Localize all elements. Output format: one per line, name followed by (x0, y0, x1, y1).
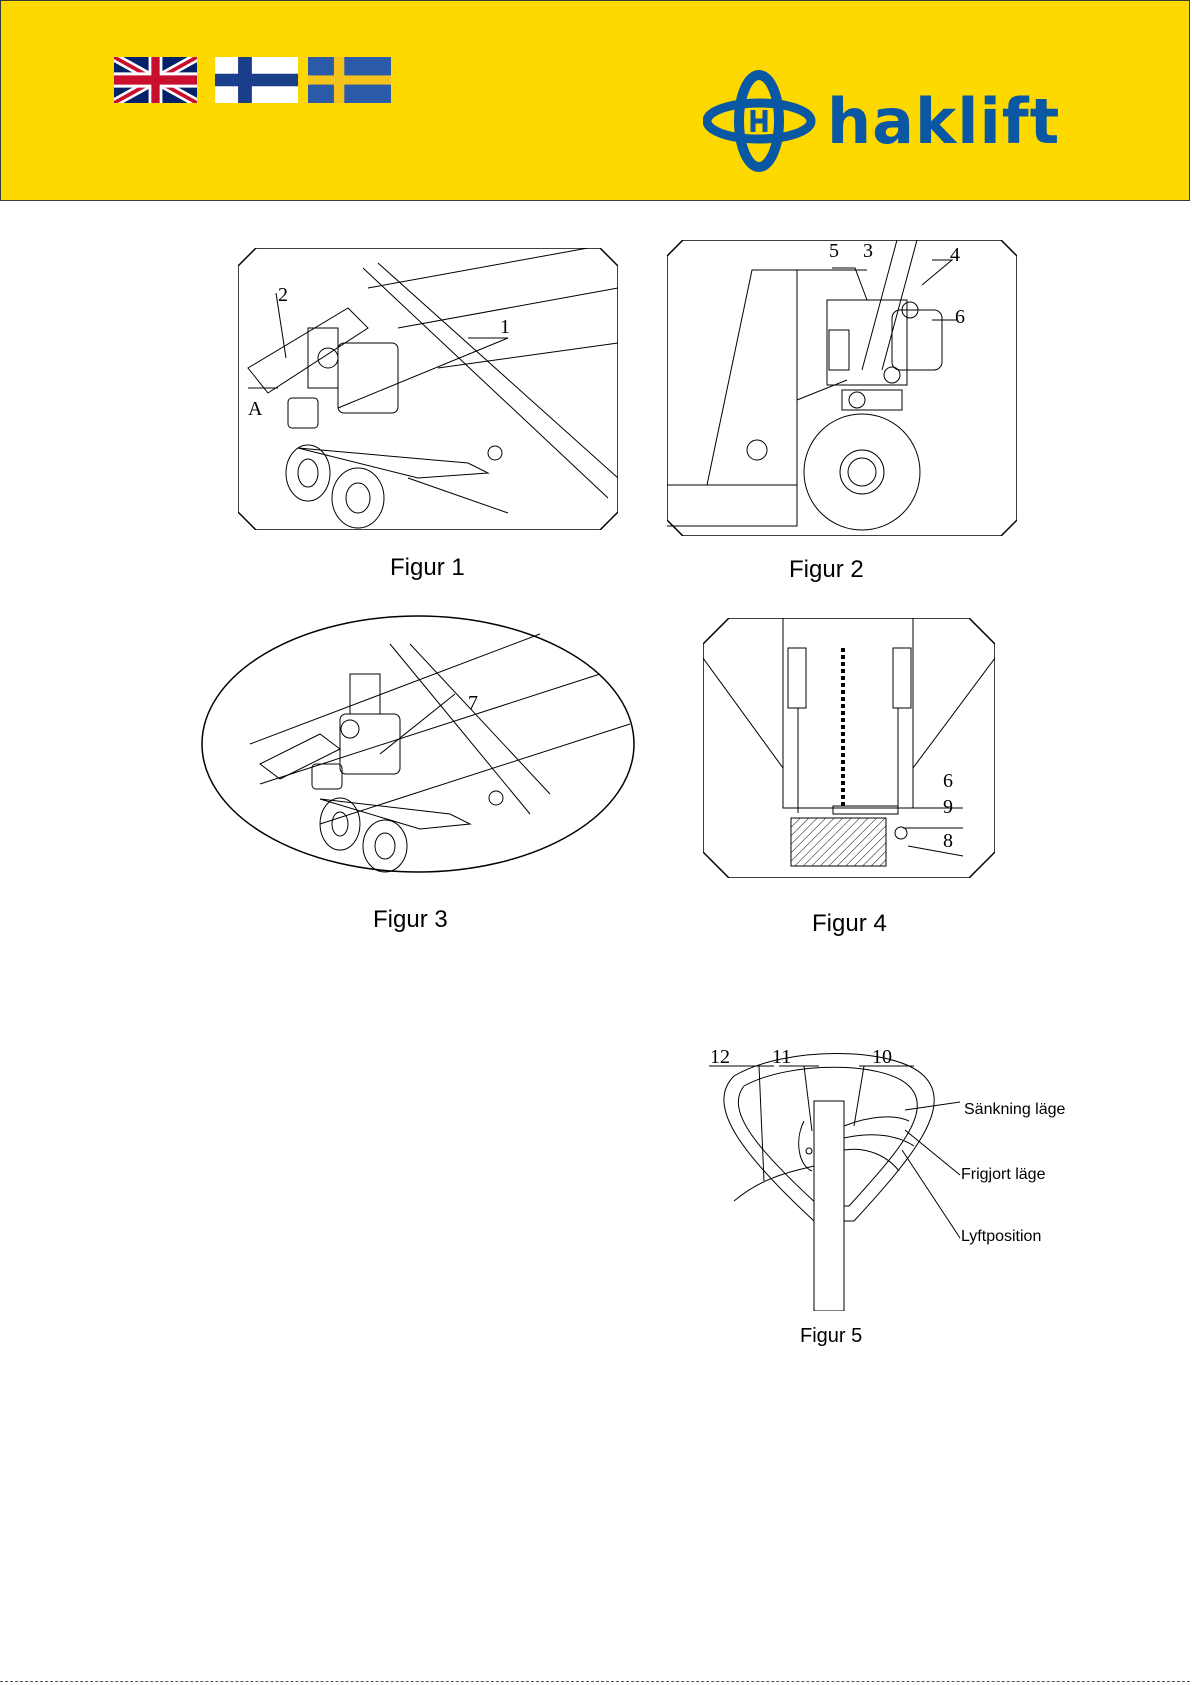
figure-2-drawing: 5 3 4 6 (667, 240, 1017, 536)
figure-4-drawing: 6 9 8 (703, 618, 995, 878)
callout-4: 4 (950, 244, 960, 266)
callout-2: 2 (278, 284, 288, 306)
sweden-flag-icon[interactable] (308, 57, 391, 103)
haklift-emblem-icon (703, 68, 833, 174)
position-label-lowering: Sänkning läge (964, 1101, 1065, 1119)
figure-2-caption: Figur 2 (789, 556, 864, 584)
callout-a: A (248, 398, 262, 420)
callout-3: 3 (863, 240, 873, 262)
figure-3-drawing: 7 (200, 614, 636, 874)
uk-flag-icon[interactable] (114, 57, 197, 103)
figure-5-leader-lines (900, 1100, 970, 1245)
callout-10: 10 (872, 1046, 892, 1068)
callout-6: 6 (943, 770, 953, 792)
figure-5-caption: Figur 5 (800, 1322, 862, 1350)
figure-3-caption: Figur 3 (373, 906, 448, 934)
figure-1-drawing: 2 1 A (238, 248, 618, 530)
callout-7: 7 (468, 692, 478, 714)
figure-4-caption: Figur 4 (812, 910, 887, 938)
figure-1-caption: Figur 1 (390, 554, 465, 582)
position-label-neutral: Frigjort läge (961, 1166, 1045, 1184)
brand-name: haklift (827, 87, 1060, 157)
finland-flag-icon[interactable] (215, 57, 298, 103)
header-banner: haklift (0, 0, 1190, 201)
callout-6: 6 (955, 306, 965, 328)
footer-divider (0, 1681, 1190, 1682)
callout-8: 8 (943, 830, 953, 852)
callout-11: 11 (772, 1046, 791, 1068)
callout-12: 12 (710, 1046, 730, 1068)
position-label-lift: Lyftposition (961, 1228, 1041, 1246)
callout-9: 9 (943, 796, 953, 818)
callout-5: 5 (829, 240, 839, 262)
callout-1: 1 (500, 316, 510, 338)
